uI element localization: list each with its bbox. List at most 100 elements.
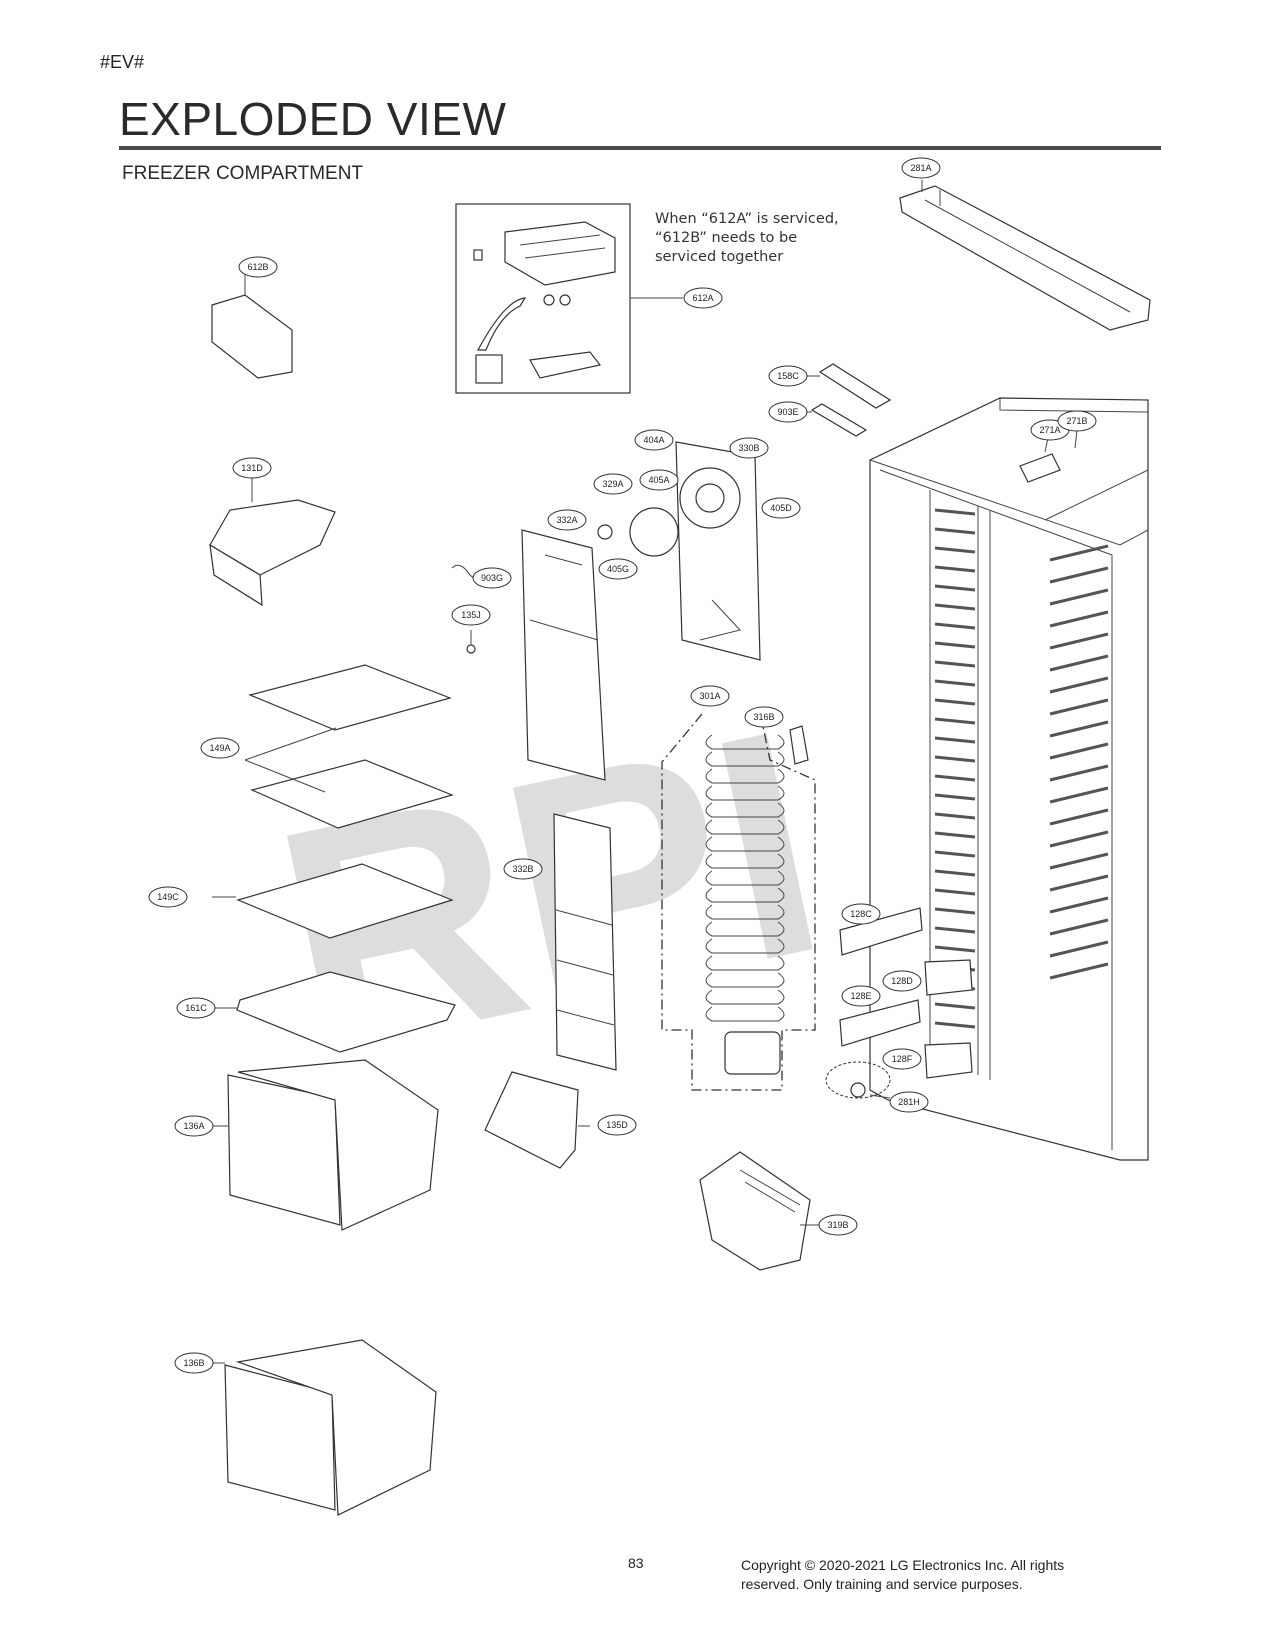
cabinet-rail	[1049, 544, 1109, 562]
part-number: 149A	[209, 743, 230, 753]
rail-128C	[839, 907, 923, 956]
shelves-149A	[244, 664, 454, 829]
part-callout-612b: 612B	[238, 256, 278, 278]
drawer-136B	[224, 1339, 437, 1516]
evaporator-coil-loop	[705, 853, 785, 869]
cabinet-rail	[934, 755, 976, 763]
part-callout-128c: 128C	[841, 903, 881, 925]
cabinet-rail	[934, 850, 976, 858]
part-callout-136b: 136B	[174, 1352, 214, 1374]
part-number: 128D	[891, 976, 913, 986]
cabinet-rail	[934, 622, 976, 630]
panel-332B	[553, 813, 617, 1071]
evaporator-coil-loop	[705, 802, 785, 818]
cabinet-rail	[1049, 918, 1109, 936]
cabinet-rail	[1049, 632, 1109, 650]
part-number: 281A	[910, 163, 931, 173]
evaporator-coil-loop	[705, 734, 785, 750]
part-callout-405d: 405D	[761, 497, 801, 519]
panel-332A	[521, 529, 606, 781]
duct-319B	[699, 1151, 811, 1271]
cabinet-rail	[1049, 962, 1109, 980]
cabinet-rail	[934, 508, 976, 516]
part-number: 301A	[699, 691, 720, 701]
cover-135D	[484, 1071, 579, 1169]
part-callout-903e: 903E	[768, 401, 808, 423]
part-callout-301a: 301A	[690, 685, 730, 707]
drawer-136A	[227, 1059, 439, 1231]
part-callout-271b: 271B	[1057, 410, 1097, 432]
part-callout-149c: 149C	[148, 886, 188, 908]
cabinet-rail	[1049, 764, 1109, 782]
cover-158C	[818, 363, 892, 409]
section-tag: #EV#	[100, 52, 145, 72]
evaporator-coil-loop	[705, 785, 785, 801]
cabinet-rail	[1049, 830, 1109, 848]
cabinet-rail	[1049, 676, 1109, 694]
evaporator-coil-loop	[705, 955, 785, 971]
evaporator-coil-loop	[705, 921, 785, 937]
evaporator-coil-loop	[705, 989, 785, 1005]
part-number: 271B	[1066, 416, 1087, 426]
cabinet-rail	[1049, 786, 1109, 804]
cabinet-rail	[934, 888, 976, 896]
part-number: 332B	[512, 864, 533, 874]
cabinet-rail	[934, 945, 976, 953]
part-number: 332A	[556, 515, 577, 525]
part-number: 612B	[247, 262, 268, 272]
evaporator-coil-loop	[705, 819, 785, 835]
part-number: 136B	[183, 1358, 204, 1368]
cabinet-rail	[1049, 720, 1109, 738]
cabinet-rail	[934, 717, 976, 725]
cabinet-rail	[934, 736, 976, 744]
part-number: 612A	[692, 293, 713, 303]
evaporator-301A	[705, 734, 785, 1022]
cabinet-rail	[934, 565, 976, 573]
part-callout-332b: 332B	[503, 858, 543, 880]
title-divider	[119, 146, 1161, 150]
copyright-line: reserved. Only training and service purp…	[741, 1576, 1023, 1592]
part-number: 405A	[648, 475, 669, 485]
ice-maker-612A	[473, 221, 616, 384]
part-callout-149a: 149A	[200, 737, 240, 759]
part-callout-404a: 404A	[634, 429, 674, 451]
tape-903E	[810, 403, 868, 437]
sensor-271A	[1019, 453, 1061, 483]
part-callout-316b: 316B	[744, 706, 784, 728]
part-number: 903G	[481, 573, 503, 583]
page-title: EXPLODED VIEW	[119, 93, 507, 145]
part-callout-319b: 319B	[818, 1214, 858, 1236]
part-callout-161c: 161C	[176, 997, 216, 1019]
part-number: 131D	[241, 463, 263, 473]
cabinet-rail	[1049, 742, 1109, 760]
part-number: 405G	[607, 564, 629, 574]
evaporator-coil-loop	[705, 870, 785, 886]
part-callout-903g: 903G	[472, 567, 512, 589]
cabinet-rail	[934, 926, 976, 934]
evaporator-coil-loop	[705, 972, 785, 988]
cabinet-rail	[1049, 654, 1109, 672]
evaporator-coil-loop	[705, 887, 785, 903]
service-note-line: When “612A” is serviced,	[655, 211, 839, 227]
cabinet-rail	[1049, 808, 1109, 826]
cabinet-rail	[934, 812, 976, 820]
part-callout-128d: 128D	[882, 970, 922, 992]
part-callout-135j: 135J	[451, 604, 491, 626]
part-number: 281H	[898, 1097, 920, 1107]
part-number: 319B	[827, 1220, 848, 1230]
part-number: 404A	[643, 435, 664, 445]
shelf-161C	[236, 971, 456, 1053]
page-number: 83	[628, 1555, 644, 1571]
cabinet-rail	[1049, 874, 1109, 892]
part-number: 330B	[738, 443, 759, 453]
cabinet-rail	[1049, 610, 1109, 628]
shelf-149C	[236, 863, 454, 939]
cabinet-rail	[934, 1002, 976, 1010]
part-callout-329a: 329A	[593, 473, 633, 495]
part-callout-128f: 128F	[882, 1048, 922, 1070]
part-number: 135J	[461, 610, 481, 620]
cabinet-shelf-rails	[934, 508, 1109, 1029]
cabinet-rail	[1049, 896, 1109, 914]
cabinet-rail	[934, 869, 976, 877]
